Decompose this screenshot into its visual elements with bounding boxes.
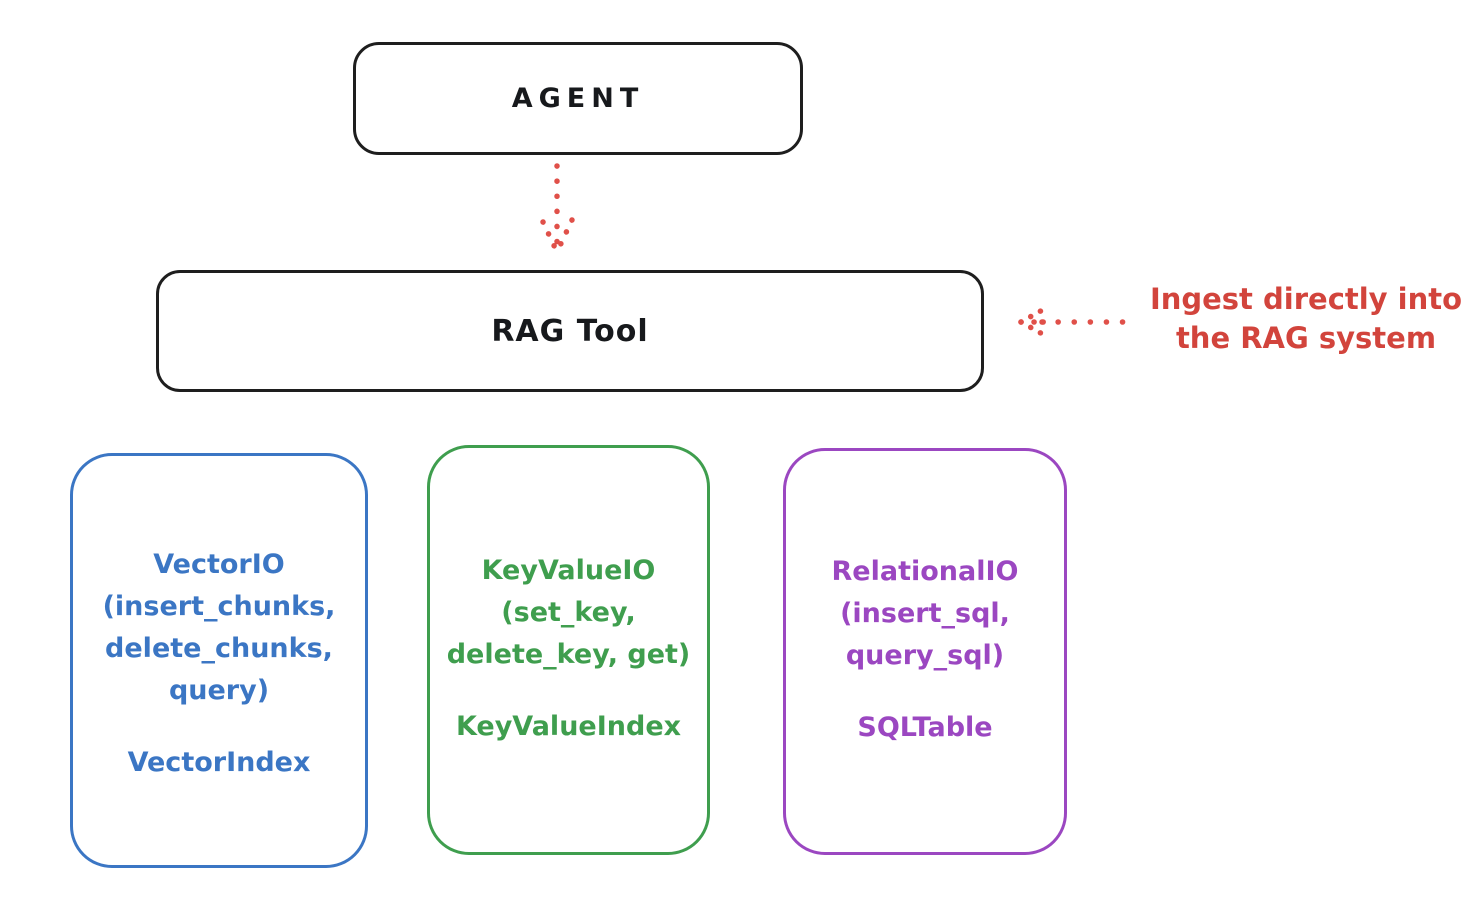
keyvalue-io-methods-line2: delete_key, get) bbox=[446, 639, 691, 670]
agent-label: AGENT bbox=[511, 83, 645, 114]
vector-io-title: VectorIO bbox=[153, 549, 285, 580]
keyvalue-io-title: KeyValueIO bbox=[481, 555, 656, 586]
relational-io-title: RelationalIO bbox=[831, 556, 1019, 587]
vector-io-node: VectorIO (insert_chunks, delete_chunks, … bbox=[70, 453, 368, 868]
relational-io-methods-line1: (insert_sql, bbox=[840, 598, 1010, 629]
agent-node: AGENT bbox=[353, 42, 803, 155]
keyvalue-index-label: KeyValueIndex bbox=[455, 711, 682, 742]
sql-table-label: SQLTable bbox=[857, 712, 993, 743]
vector-io-methods-line1: (insert_chunks, bbox=[102, 591, 336, 622]
arrow-ingest-icon bbox=[1018, 305, 1139, 339]
vector-index-label: VectorIndex bbox=[127, 747, 311, 778]
ingest-annotation-line1: Ingest directly into bbox=[1149, 282, 1463, 316]
vector-io-methods-line3: query) bbox=[168, 675, 270, 706]
relational-io-node: RelationalIO (insert_sql, query_sql) SQL… bbox=[783, 448, 1067, 855]
keyvalue-io-node: KeyValueIO (set_key, delete_key, get) Ke… bbox=[427, 445, 710, 855]
keyvalue-io-methods-line1: (set_key, bbox=[501, 597, 636, 628]
vector-io-methods-line2: delete_chunks, bbox=[105, 633, 333, 664]
ingest-annotation-line2: the RAG system bbox=[1175, 321, 1437, 355]
rag-tool-node: RAG Tool bbox=[156, 270, 984, 392]
arrow-agent-to-ragtool-icon bbox=[540, 163, 575, 259]
rag-tool-label: RAG Tool bbox=[491, 313, 649, 349]
relational-io-methods-line2: query_sql) bbox=[845, 640, 1005, 671]
ingest-annotation: Ingest directly into the RAG system bbox=[1133, 280, 1479, 358]
